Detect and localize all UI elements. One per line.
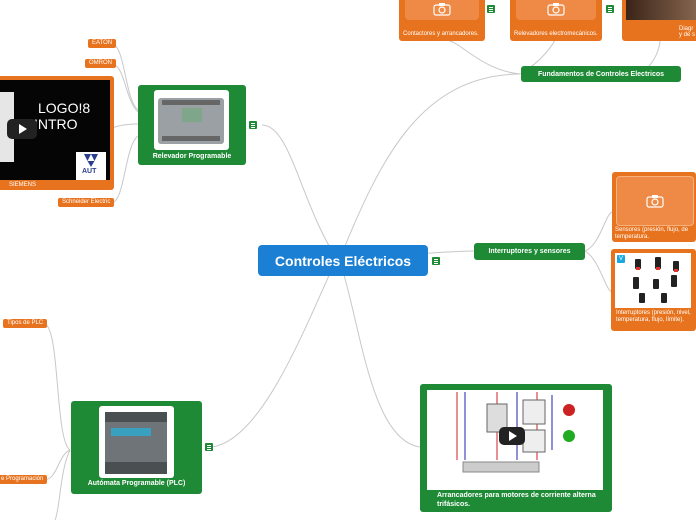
card-diagramas-label-2: y de s xyxy=(679,32,696,38)
card-relevadores-label: Relevadores electromecánicos. xyxy=(514,31,598,37)
connector-fundamentos xyxy=(339,73,521,259)
card-siemens-video[interactable]: LOGO!8 INTRO AUT SIEMENS xyxy=(0,76,114,190)
play-icon[interactable] xyxy=(499,427,525,445)
notes-icon[interactable] xyxy=(249,121,257,129)
connector-relevador xyxy=(261,124,336,257)
connector-arrancadores xyxy=(339,261,421,448)
vine-icon[interactable]: V xyxy=(617,255,625,263)
branch-fundamentos-label: Fundamentos de Controles Electricos xyxy=(537,70,665,78)
branch-plc[interactable]: Autómata Programable (PLC) xyxy=(71,401,202,494)
leaf-tipos-plc[interactable]: Tipos de PLC xyxy=(3,319,48,328)
diagram-image xyxy=(626,0,696,20)
card-relevadores[interactable]: Relevadores electromecánicos. xyxy=(510,0,602,41)
plc-device-image xyxy=(99,406,174,478)
connector-schneider xyxy=(111,135,139,204)
connector-tipos xyxy=(44,323,71,451)
branch-interruptores[interactable]: Interruptores y sensores xyxy=(474,243,585,260)
leaf-schneider[interactable]: Schneider Electric xyxy=(58,198,115,207)
card-interruptores-label: Interruptores (presión, nivel, temperatu… xyxy=(616,310,691,323)
branch-fundamentos[interactable]: Fundamentos de Controles Electricos xyxy=(521,66,681,82)
connector-contactores xyxy=(444,39,521,75)
video-title-line2: INTRO xyxy=(34,116,78,132)
card-contactores-label: Contactores y arrancadores. xyxy=(403,31,479,37)
branch-interruptores-label: Interruptores y sensores xyxy=(488,248,571,255)
camera-icon xyxy=(433,3,451,16)
branch-arrancadores[interactable]: Arrancadores para motores de corriente a… xyxy=(420,384,612,512)
leaf-eaton[interactable]: EATON xyxy=(88,39,117,48)
branch-relevador[interactable]: Relevador Programable xyxy=(138,85,246,165)
switches-image xyxy=(615,253,691,308)
branch-plc-label: Autómata Programable (PLC) xyxy=(87,480,186,487)
leaf-omron[interactable]: OMRON xyxy=(85,59,116,68)
notes-icon[interactable] xyxy=(606,5,614,13)
image-placeholder xyxy=(405,0,479,20)
card-contactores[interactable]: Contactores y arrancadores. xyxy=(399,0,485,41)
leaf-programacion[interactable]: e Programación xyxy=(0,475,48,484)
card-diagramas[interactable]: Diagr y de s xyxy=(622,0,696,41)
logo-device-image xyxy=(154,90,229,150)
connector-video xyxy=(111,123,139,129)
image-placeholder xyxy=(516,0,596,20)
central-topic[interactable]: Controles Eléctricos xyxy=(258,245,428,276)
video-title-line1: LOGO!8 xyxy=(38,100,91,116)
card-interruptores-img[interactable]: V Interruptores (presión, nivel, tempera… xyxy=(611,249,696,331)
aut-badge-label: AUT xyxy=(82,168,97,175)
card-sensores-label: Sensores (presión, flujo, de temperatura… xyxy=(615,227,689,240)
connector-sensores xyxy=(584,211,613,252)
notes-icon[interactable] xyxy=(205,443,213,451)
central-topic-label: Controles Eléctricos xyxy=(274,252,412,269)
aut-badge: AUT xyxy=(76,152,106,180)
connector-plc xyxy=(211,261,336,448)
play-icon[interactable] xyxy=(7,119,37,139)
branch-arrancadores-label: Arrancadores para motores de corriente a… xyxy=(437,492,596,508)
camera-icon xyxy=(646,195,664,208)
image-placeholder xyxy=(616,176,694,226)
card-diagramas-label-1: Diagr xyxy=(679,26,694,32)
notes-icon[interactable] xyxy=(432,257,440,265)
camera-icon xyxy=(547,3,565,16)
card-siemens-label: SIEMENS xyxy=(9,182,37,188)
connector-interruptores-img xyxy=(584,250,613,293)
notes-icon[interactable] xyxy=(487,5,495,13)
connector-eaton xyxy=(111,43,139,111)
card-sensores[interactable]: Sensores (presión, flujo, de temperatura… xyxy=(612,172,696,242)
connector-plc-down xyxy=(54,449,71,520)
wiring-diagram-image xyxy=(427,390,603,490)
branch-relevador-label: Relevador Programable xyxy=(152,153,232,160)
connector-programacion xyxy=(44,449,71,481)
